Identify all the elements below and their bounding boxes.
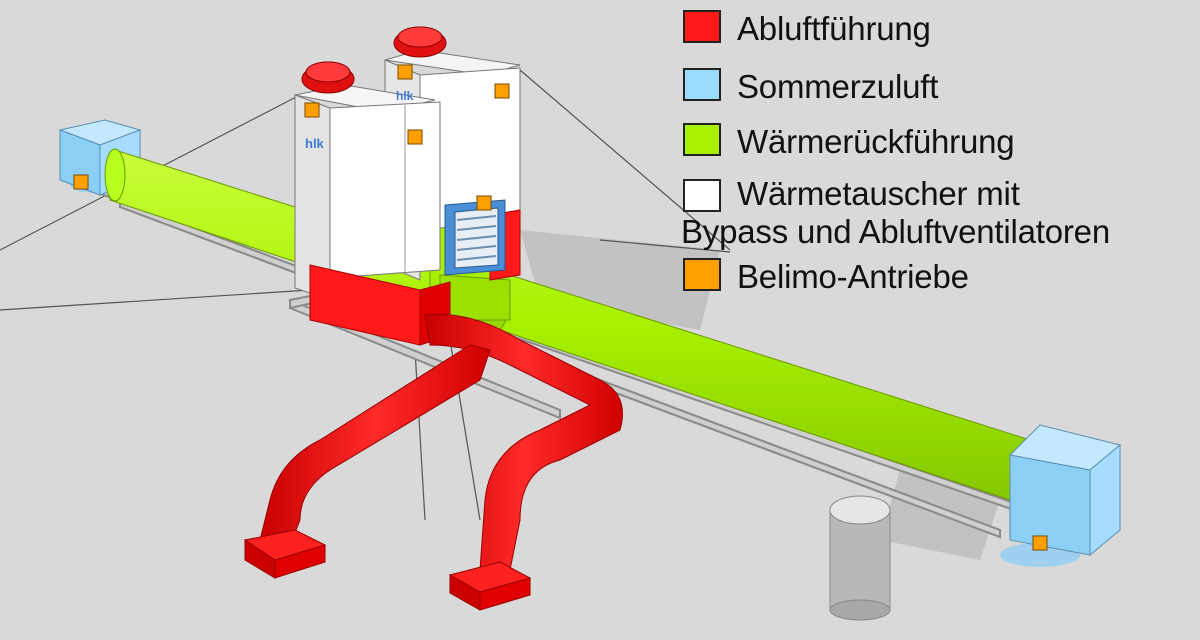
grey-column	[829, 495, 891, 621]
right-summer-air-box	[1008, 424, 1122, 557]
legend-label: Sommerzuluft	[737, 68, 939, 105]
legend-item-belimo: Belimo-Antriebe	[683, 258, 969, 296]
actuator-marker	[397, 64, 413, 80]
exhaust-feet	[243, 529, 532, 611]
legend-item-heat-recovery: Wärmerückführung	[683, 123, 1015, 161]
legend-label-line2: Bypass und Abluftventilatoren	[681, 213, 1110, 250]
unit-logo: hlk	[305, 136, 325, 151]
legend-label: Wärmetauscher mit	[737, 175, 1020, 212]
legend-swatch	[683, 123, 721, 156]
actuator-marker	[1032, 535, 1048, 551]
legend-swatch	[683, 179, 721, 212]
legend-swatch	[683, 10, 721, 43]
legend-label: Belimo-Antriebe	[737, 258, 969, 295]
legend-item-exhaust: Abluftführung	[683, 10, 931, 48]
actuator-marker	[494, 83, 510, 99]
actuator-marker	[476, 195, 492, 211]
legend-label: Wärmerückführung	[737, 123, 1015, 160]
actuator-marker	[304, 102, 320, 118]
legend-item-heat-exchanger: Wärmetauscher mit Bypass und Abluftventi…	[681, 175, 1110, 251]
belimo-actuators	[73, 64, 1048, 551]
legend-swatch	[683, 68, 721, 101]
legend-item-summer-supply: Sommerzuluft	[683, 68, 938, 106]
bypass-grille	[444, 199, 506, 276]
actuator-marker	[407, 129, 423, 145]
legend-label: Abluftführung	[737, 10, 931, 47]
actuator-marker	[73, 174, 89, 190]
heat-exchanger-unit-front	[294, 61, 451, 346]
unit-logo: hlk	[396, 89, 414, 103]
legend-swatch	[683, 258, 721, 291]
